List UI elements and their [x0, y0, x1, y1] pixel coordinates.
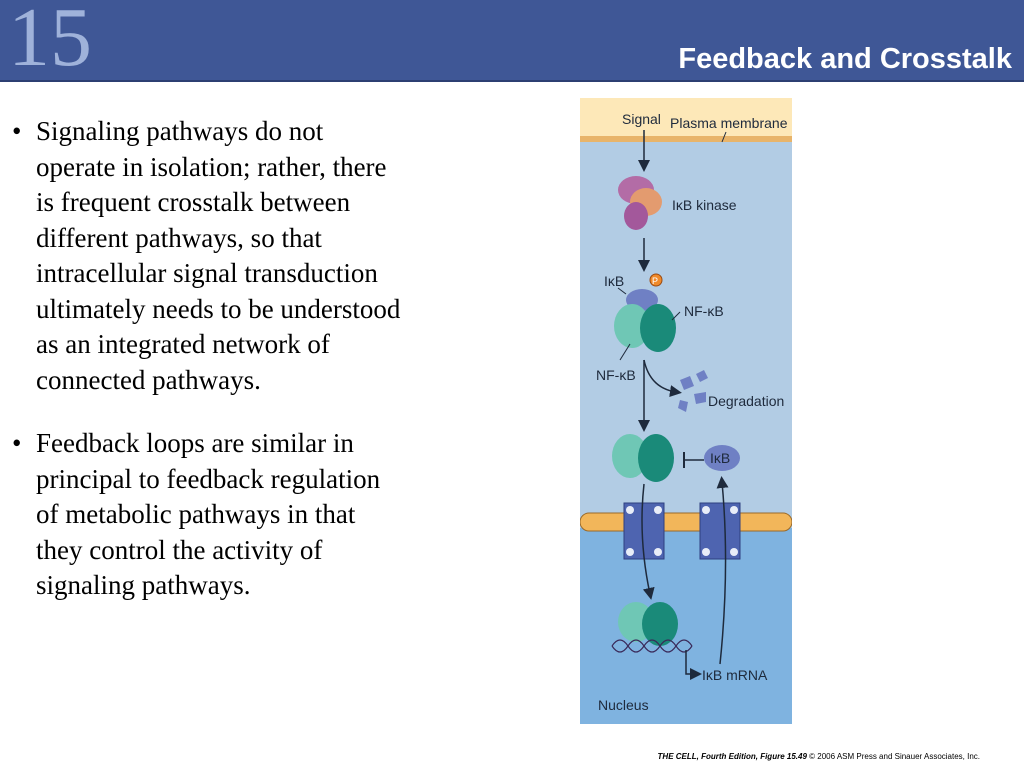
free-nfkb-dark	[638, 434, 674, 482]
membrane-pointer	[721, 131, 727, 143]
nfkb-right-label: NF-κB	[684, 303, 724, 319]
slide-header: 15 Feedback and Crosstalk	[0, 0, 1024, 84]
dna-helix	[611, 639, 693, 653]
nuclear-import-arrow	[641, 483, 655, 600]
phosphate-label: P	[652, 276, 658, 286]
ikb-kinase-label: IκB kinase	[672, 197, 737, 213]
figure-illustration: Signal Plasma membrane IκB kinase IκB P …	[579, 98, 793, 724]
ikb-kinase-complex	[618, 176, 662, 230]
plasma-membrane-band	[580, 98, 792, 138]
nuclear-nfkb-dark	[642, 602, 678, 646]
credit-rest: © 2006 ASM Press and Sinauer Associates,…	[809, 752, 980, 761]
nuclear-envelope	[579, 502, 793, 560]
transcription-arrow	[685, 650, 702, 680]
signal-label: Signal	[622, 111, 661, 127]
nfkb-right-pointer	[671, 311, 681, 321]
ikb-mrna-label: IκB mRNA	[702, 667, 768, 683]
degraded-ikb-fragments	[678, 370, 708, 412]
bullet-list: Signaling pathways do not operate in iso…	[12, 114, 402, 632]
feedback-arrow	[716, 476, 729, 665]
nfkb-left-pointer	[619, 343, 631, 361]
nfkb-left-label: NF-κB	[596, 367, 636, 383]
figure-credit: THE CELL, Fourth Edition, Figure 15.49 ©…	[658, 752, 980, 761]
nfkb-pathway-figure: Signal Plasma membrane IκB kinase IκB P …	[579, 98, 793, 724]
free-ikb-label: IκB	[710, 450, 730, 466]
slide-title: Feedback and Crosstalk	[678, 43, 1012, 75]
degradation-label: Degradation	[708, 393, 784, 409]
degradation-arrow	[643, 359, 682, 398]
plasma-membrane-line	[580, 136, 792, 142]
bullet-crosstalk: Signaling pathways do not operate in iso…	[12, 114, 402, 398]
nucleus-label: Nucleus	[598, 697, 649, 713]
ikb-label: IκB	[604, 273, 624, 289]
plasma-membrane-label: Plasma membrane	[670, 115, 788, 131]
nfkb-subunit-dark	[640, 304, 676, 352]
bullet-feedback: Feedback loops are similar in principal …	[12, 426, 402, 604]
nfkb-subunit-light	[614, 304, 650, 348]
phosphate-group	[649, 273, 663, 287]
chapter-number: 15	[8, 0, 92, 84]
nucleus-region	[580, 528, 792, 724]
credit-book: THE CELL, Fourth Edition, Figure 15.49	[657, 752, 807, 761]
free-nfkb-light	[612, 434, 648, 478]
ikb-pointer	[617, 287, 627, 295]
new-ikb-protein	[704, 445, 740, 471]
